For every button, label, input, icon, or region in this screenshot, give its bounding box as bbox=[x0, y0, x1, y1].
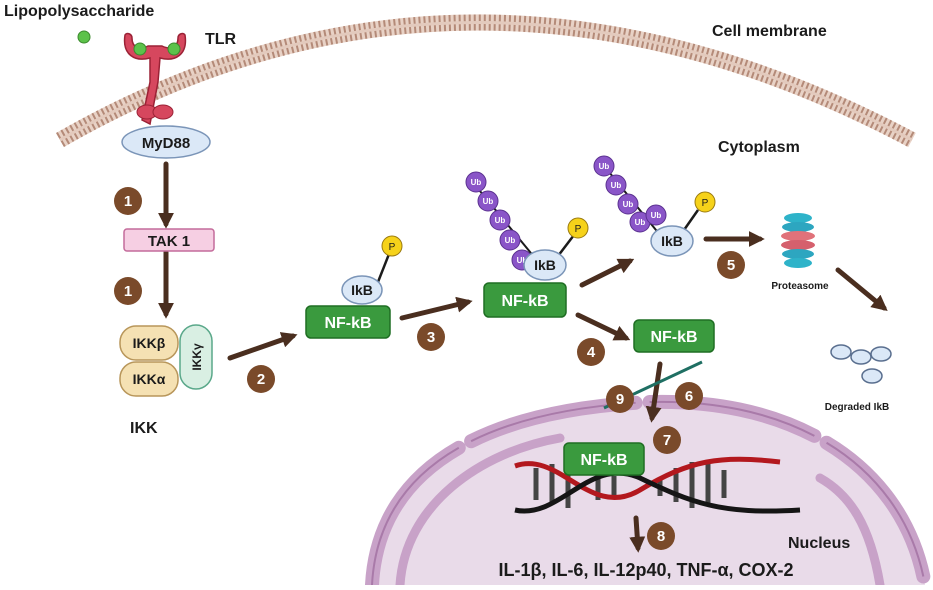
lipopolysaccharide-label: Lipopolysaccharide bbox=[4, 3, 154, 20]
step-badge: 3 bbox=[417, 323, 445, 351]
svg-text:2: 2 bbox=[257, 371, 265, 388]
ubiquitin-label: Ub bbox=[599, 162, 610, 171]
tak1-node: TAK 1 bbox=[123, 228, 215, 252]
svg-text:5: 5 bbox=[727, 257, 735, 274]
svg-text:9: 9 bbox=[616, 391, 624, 408]
step-badge: 9 bbox=[606, 385, 634, 413]
svg-text:8: 8 bbox=[657, 528, 665, 545]
svg-text:3: 3 bbox=[427, 329, 435, 346]
arrow-icon bbox=[579, 258, 635, 288]
nfkb-label: NF-kB bbox=[324, 315, 371, 332]
tlr-label: TLR bbox=[205, 31, 237, 48]
nfkb-ikb-complex: P IkB NF-kB bbox=[305, 235, 403, 339]
cytokines-label: IL-1β, IL-6, IL-12p40, TNF-α, COX-2 bbox=[498, 560, 793, 580]
step-badge: 1 bbox=[114, 277, 142, 305]
degraded-ikb bbox=[830, 344, 892, 384]
ikk-alpha-label: IKKα bbox=[133, 371, 166, 387]
phospho-label: P bbox=[702, 198, 709, 209]
ubiquitin-label: Ub bbox=[483, 197, 494, 206]
phospho-label: P bbox=[575, 224, 582, 235]
svg-text:1: 1 bbox=[124, 193, 132, 210]
nucleus bbox=[365, 394, 932, 590]
ikk-label: IKK bbox=[130, 420, 158, 437]
proteasome-label: Proteasome bbox=[771, 281, 829, 292]
ikb-label: IkB bbox=[534, 257, 556, 273]
arrow-icon bbox=[399, 296, 473, 321]
ikk-beta-label: IKKβ bbox=[133, 335, 166, 351]
nfkb-free: NF-kB bbox=[633, 319, 715, 353]
arrow-icon bbox=[835, 267, 888, 312]
lps-dot bbox=[77, 30, 91, 44]
ikk-complex: IKKβ IKKα IKKγ bbox=[119, 324, 213, 397]
step-badge: 6 bbox=[675, 382, 703, 410]
degraded-ikb-label: Degraded IkB bbox=[825, 402, 889, 413]
nfkb-label: NF-kB bbox=[650, 329, 697, 346]
ubiquitin-label: Ub bbox=[635, 218, 646, 227]
nfkb-label: NF-kB bbox=[580, 452, 627, 469]
ubiquitin-label: Ub bbox=[495, 216, 506, 225]
svg-text:6: 6 bbox=[685, 388, 693, 405]
step-badge: 8 bbox=[647, 522, 675, 550]
ubiquitin-label: Ub bbox=[611, 181, 622, 190]
arrow-icon bbox=[575, 312, 631, 341]
ubiquitin-label: Ub bbox=[623, 200, 634, 209]
step-badge: 4 bbox=[577, 338, 605, 366]
svg-text:7: 7 bbox=[663, 432, 671, 449]
myd88-label: MyD88 bbox=[142, 135, 190, 152]
step-badge: 1 bbox=[114, 187, 142, 215]
arrow-icon bbox=[227, 332, 298, 361]
cell-membrane bbox=[56, 14, 916, 148]
step-badge: 7 bbox=[653, 426, 681, 454]
nfkb-nuclear: NF-kB bbox=[563, 442, 645, 476]
cell-membrane-label: Cell membrane bbox=[712, 23, 827, 40]
ubiquitin-label: Ub bbox=[471, 178, 482, 187]
phospho-label: P bbox=[389, 242, 396, 253]
ubiquitin-label: Ub bbox=[651, 211, 662, 220]
nfkb-label: NF-kB bbox=[501, 293, 548, 310]
cytoplasm-label: Cytoplasm bbox=[718, 139, 800, 156]
step-badges: 1 1 2 3 4 5 6 7 8 9 bbox=[114, 187, 745, 550]
nucleus-label: Nucleus bbox=[788, 535, 850, 552]
proteasome-icon bbox=[781, 213, 815, 268]
arrow-icon bbox=[645, 361, 663, 423]
step-badge: 2 bbox=[247, 365, 275, 393]
ubiquitin-label: Ub bbox=[517, 256, 528, 265]
myd88-node: MyD88 bbox=[121, 125, 211, 159]
tak1-label: TAK 1 bbox=[148, 233, 190, 250]
ikb-ub-released: Ub Ub Ub Ub Ub P IkB bbox=[593, 155, 716, 257]
receptor-icon bbox=[123, 32, 187, 126]
ikb-label: IkB bbox=[351, 282, 373, 298]
ikk-gamma-label: IKKγ bbox=[190, 343, 204, 371]
arrow-icon bbox=[629, 515, 646, 553]
nfkb-ikb-ub-complex: Ub Ub Ub Ub Ub P IkB NF-kB bbox=[465, 171, 589, 318]
ikb-label: IkB bbox=[661, 233, 683, 249]
svg-text:4: 4 bbox=[587, 344, 596, 361]
svg-text:1: 1 bbox=[124, 283, 132, 300]
step-badge: 5 bbox=[717, 251, 745, 279]
ubiquitin-label: Ub bbox=[505, 236, 516, 245]
